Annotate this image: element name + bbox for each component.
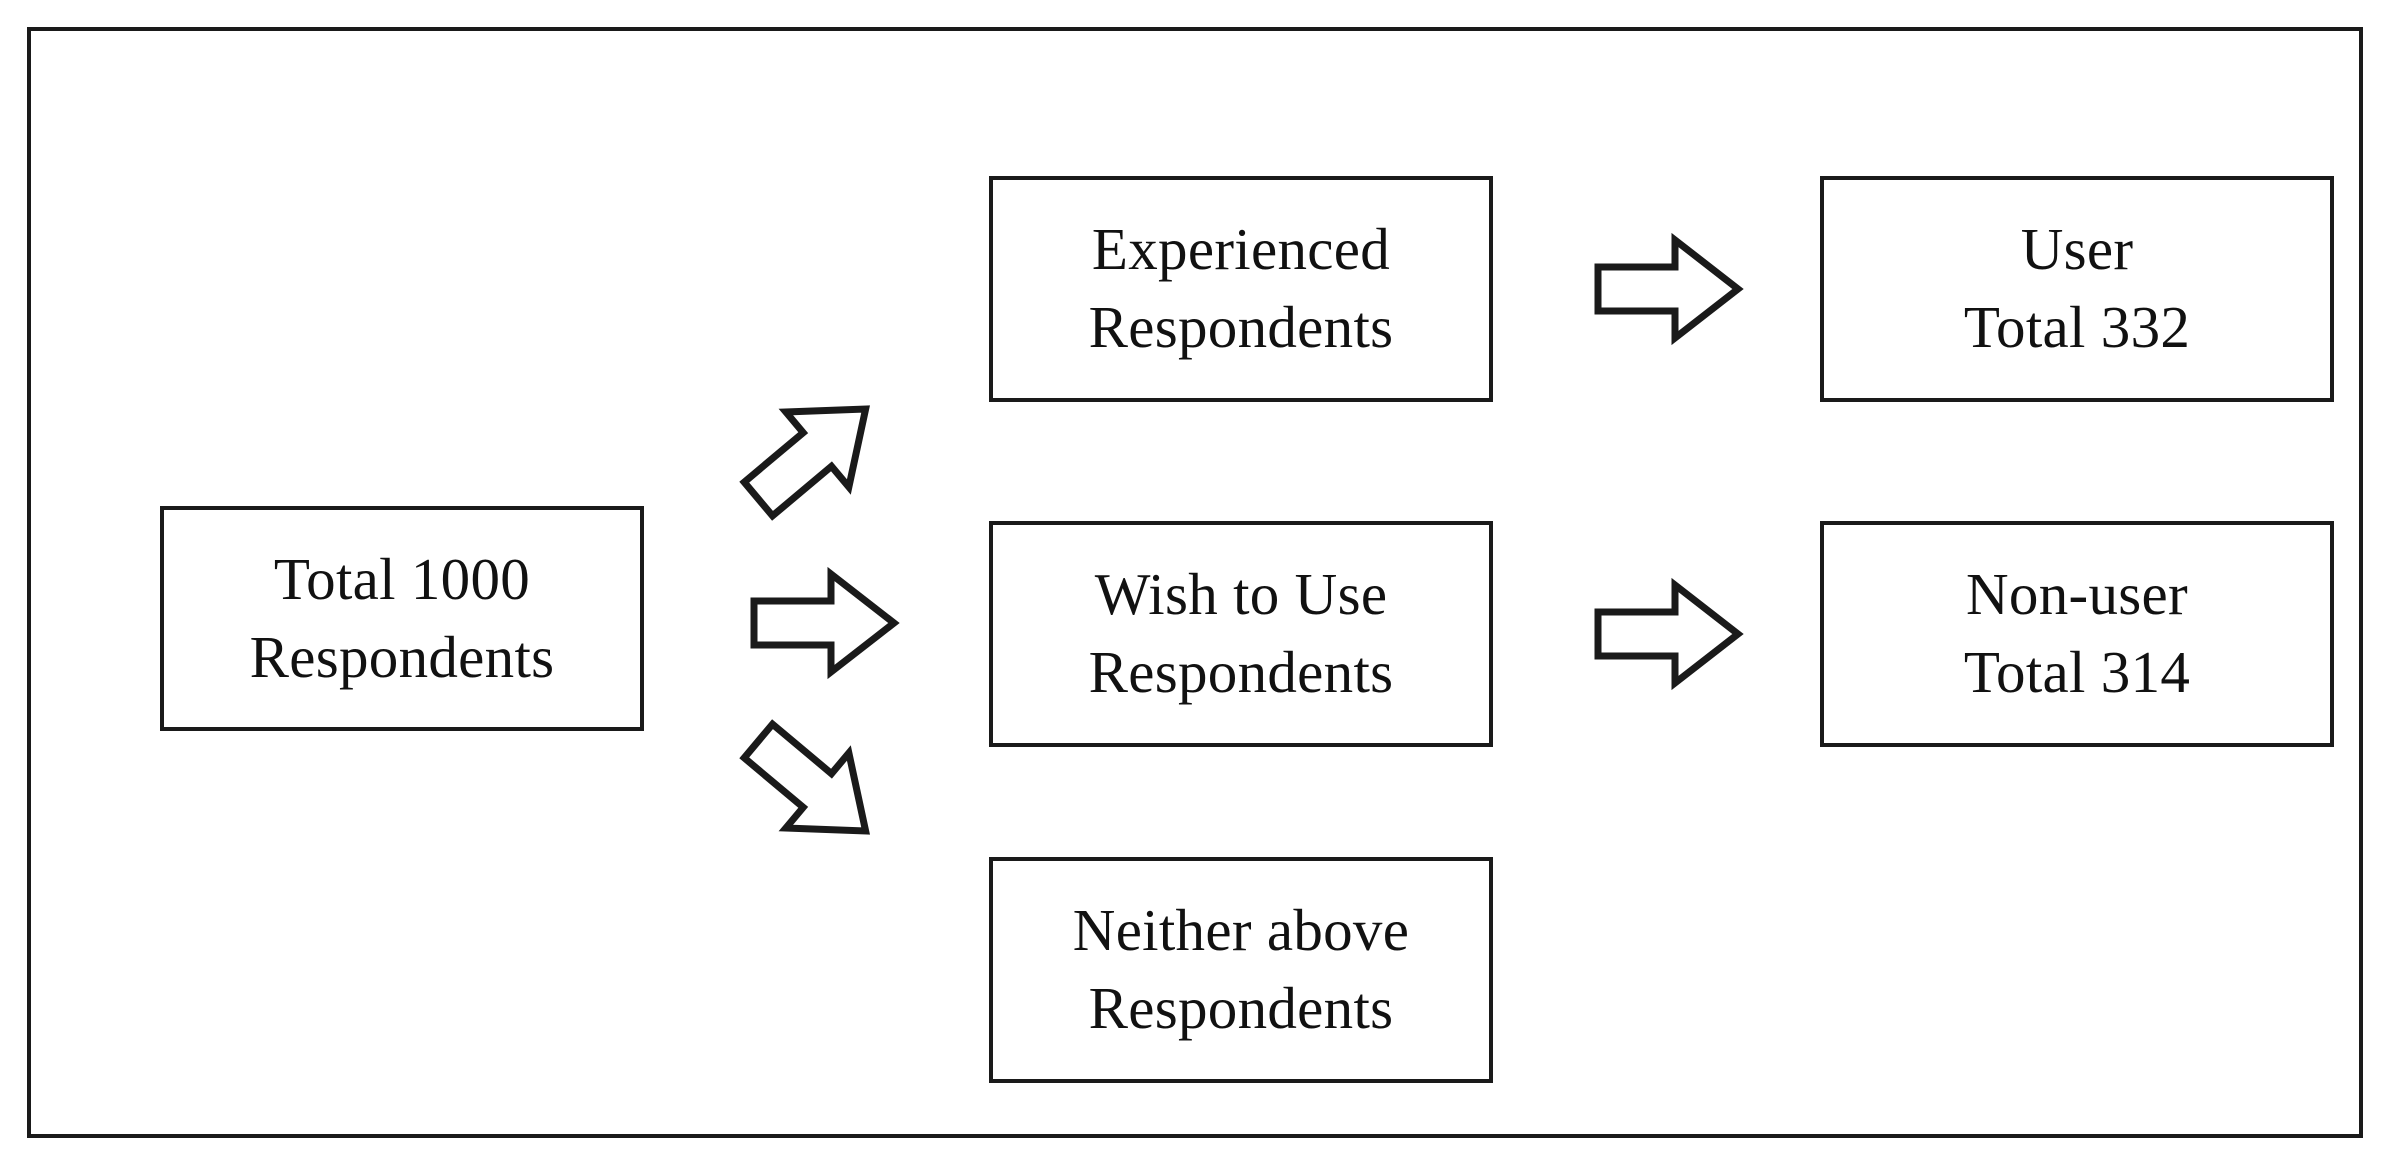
node-user-total-line2: Total 332 (1963, 294, 2191, 360)
block-arrow-up-right-icon (719, 364, 905, 545)
node-experienced-respondents-line1: Experienced (1091, 216, 1391, 283)
node-total-respondents-line2: Respondents (249, 623, 555, 690)
node-total-respondents: Total 1000 Respondents (160, 506, 644, 731)
node-non-user-total-line1: Non-user (1966, 561, 2188, 628)
figure-outer-border: Total 1000 Respondents Experienced Respo… (27, 27, 2363, 1138)
node-neither-above-respondents-line1: Neither above (1072, 897, 1410, 964)
node-non-user-total: Non-user Total 314 (1820, 521, 2334, 747)
block-arrow-right-icon (1593, 232, 1744, 346)
node-wish-to-use-respondents: Wish to Use Respondents (989, 521, 1493, 747)
node-non-user-total-line2: Total 314 (1963, 639, 2191, 705)
node-experienced-respondents: Experienced Respondents (989, 176, 1493, 402)
node-total-respondents-line1: Total 1000 (273, 545, 531, 612)
block-arrow-right-icon (749, 566, 900, 680)
block-arrow-right-icon (1593, 577, 1744, 691)
node-experienced-respondents-line2: Respondents (1088, 294, 1394, 360)
node-neither-above-respondents: Neither above Respondents (989, 857, 1493, 1083)
node-neither-above-respondents-line2: Respondents (1088, 975, 1394, 1041)
node-wish-to-use-respondents-line2: Respondents (1088, 639, 1394, 705)
node-wish-to-use-respondents-line1: Wish to Use (1094, 561, 1388, 628)
node-user-total-line1: User (2020, 216, 2134, 283)
node-user-total: User Total 332 (1820, 176, 2334, 402)
block-arrow-down-right-icon (719, 696, 905, 877)
